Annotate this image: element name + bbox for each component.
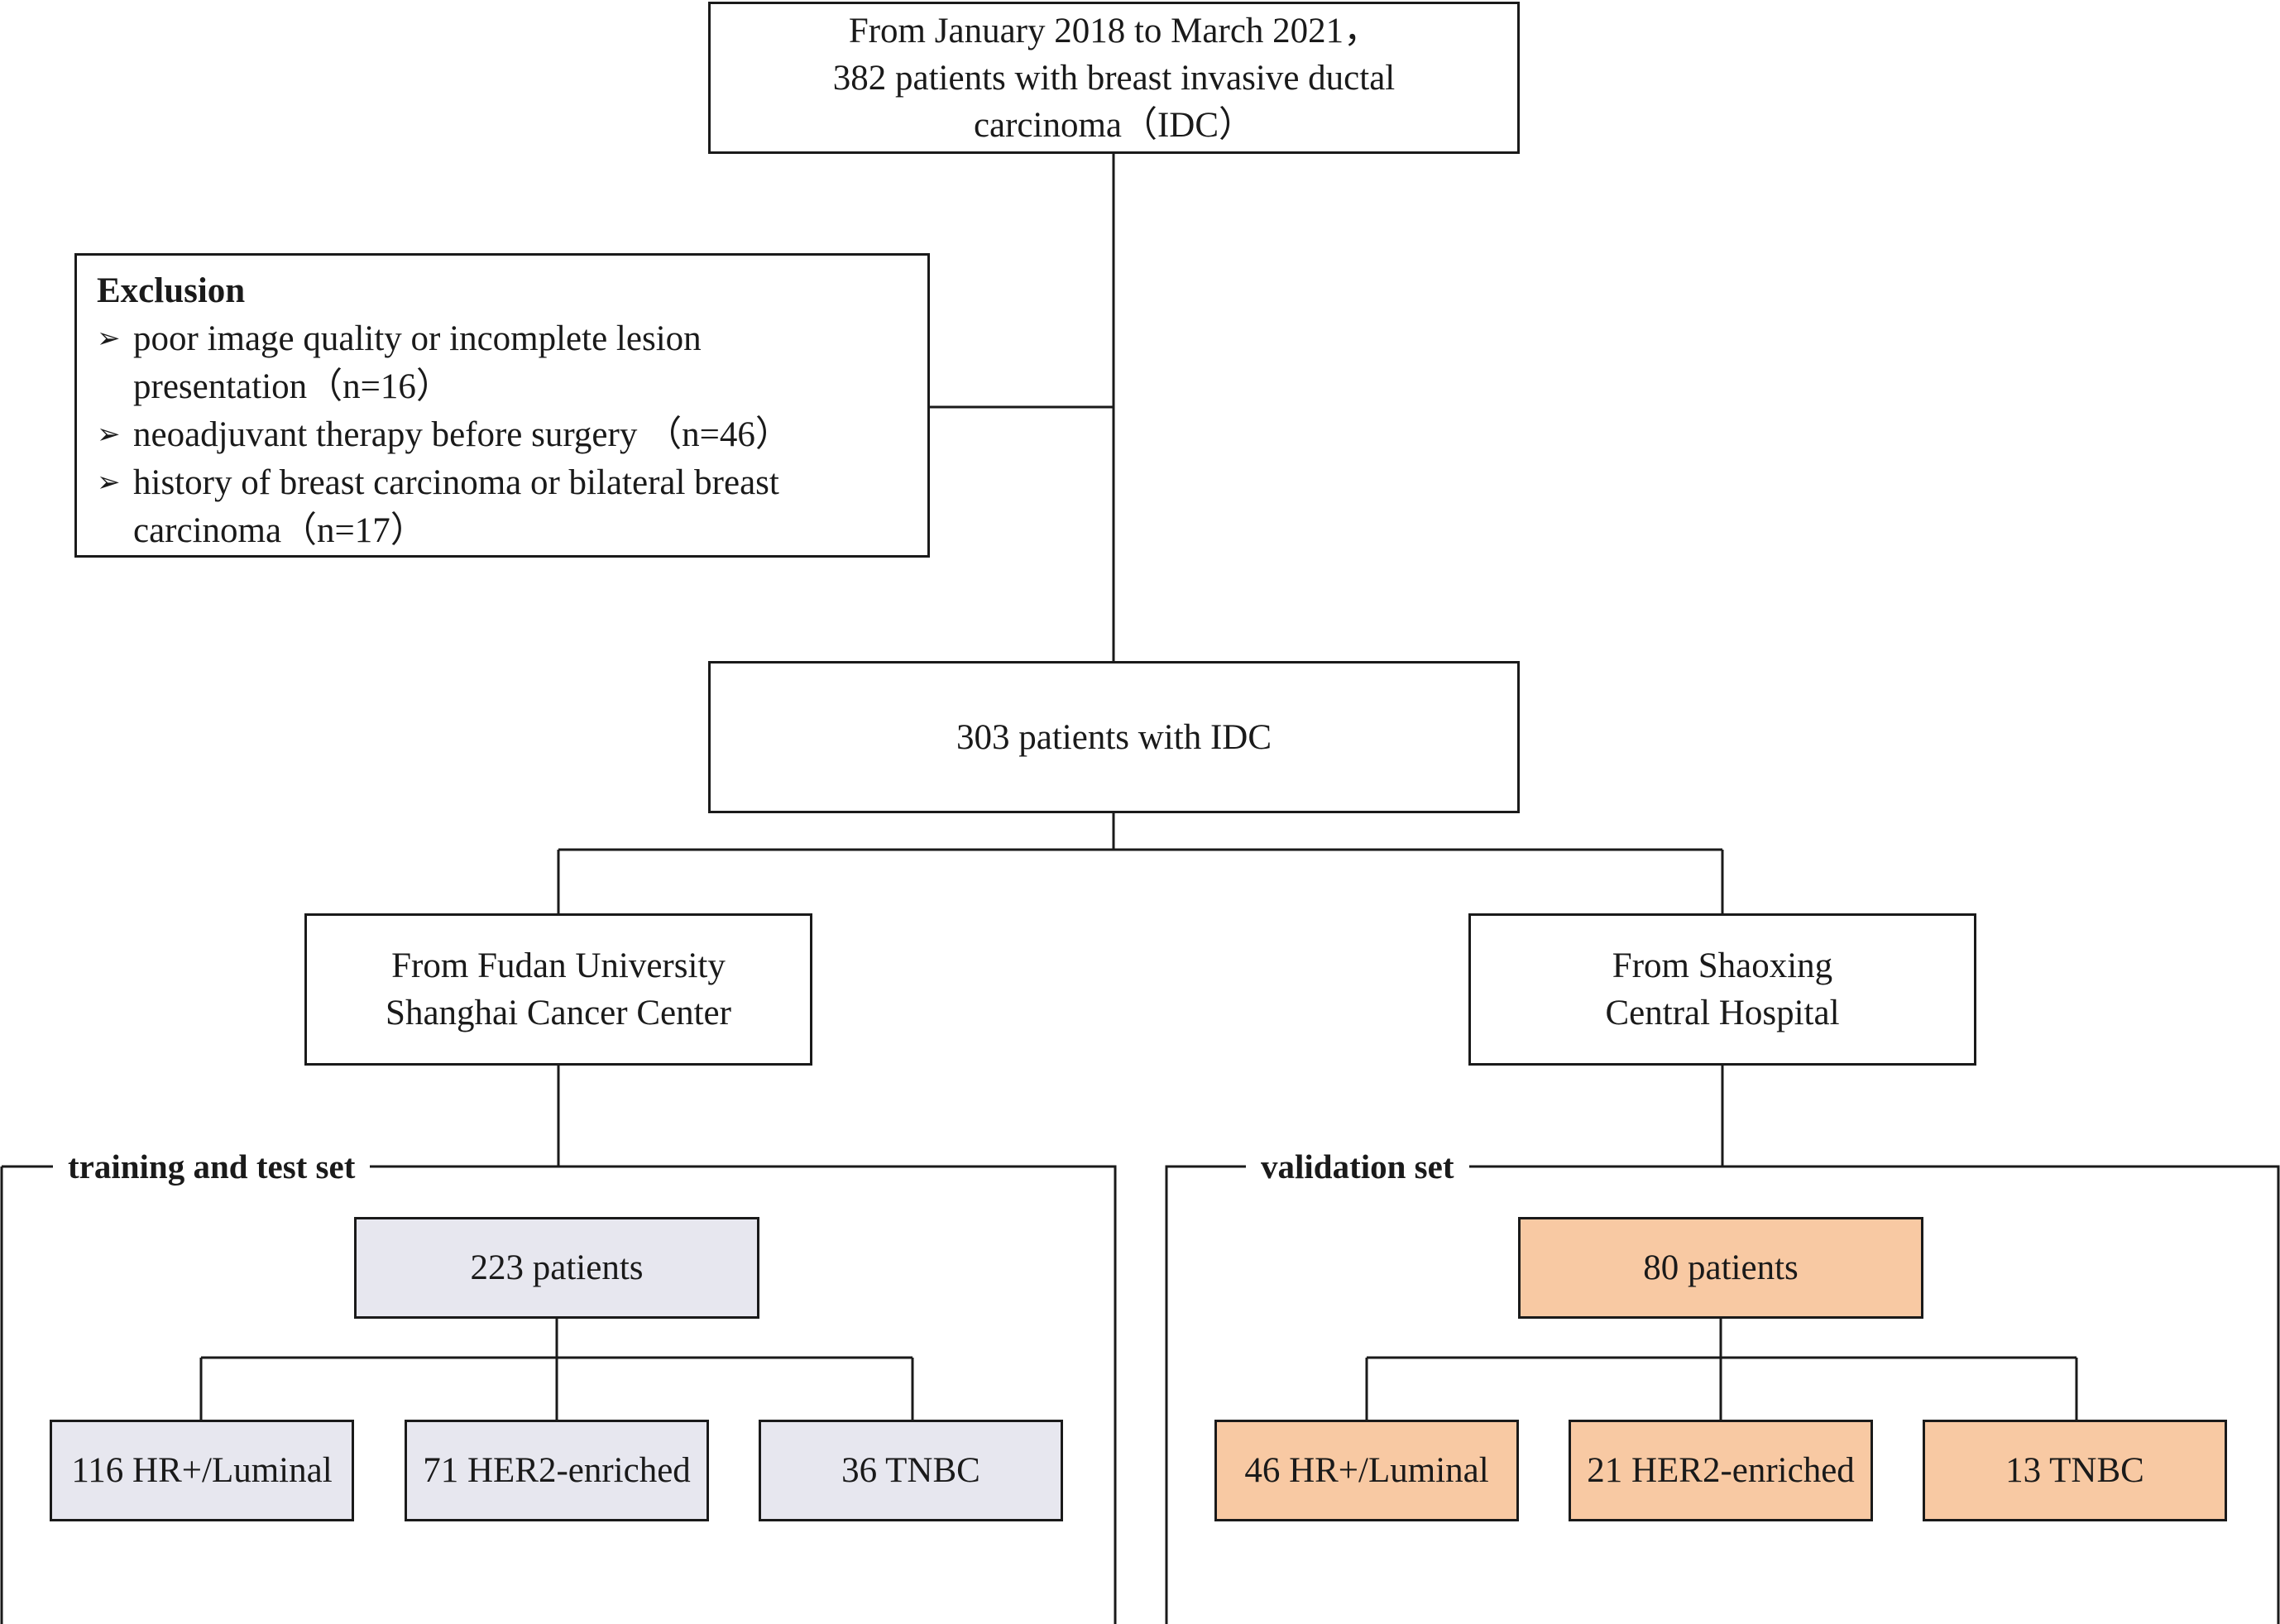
validation-subtype-box: 21 HER2-enriched — [1569, 1420, 1873, 1521]
validation-group-title: validation set — [1246, 1146, 1469, 1187]
exclusion-box: Exclusion ➢ poor image quality or incomp… — [74, 253, 930, 558]
exclusion-item-line: carcinoma（n=17） — [133, 511, 426, 550]
exclusion-item: ➢ history of breast carcinoma or bilater… — [97, 459, 927, 555]
validation-subtype-label: 21 HER2-enriched — [1587, 1451, 1855, 1490]
eligible-patients-label: 303 patients with IDC — [956, 717, 1272, 757]
eligible-patients-box: 303 patients with IDC — [708, 661, 1520, 813]
training-subtype-label: 116 HR+/Luminal — [71, 1451, 333, 1490]
arrowhead-bullet-icon: ➢ — [97, 323, 121, 354]
validation-subtype-box: 46 HR+/Luminal — [1214, 1420, 1519, 1521]
exclusion-item: ➢ poor image quality or incomplete lesio… — [97, 315, 927, 411]
validation-subtype-label: 13 TNBC — [2005, 1451, 2144, 1490]
right-source-box: From Shaoxing Central Hospital — [1468, 913, 1976, 1066]
left-source-box: From Fudan University Shanghai Cancer Ce… — [304, 913, 812, 1066]
validation-subtype-box: 13 TNBC — [1923, 1420, 2227, 1521]
right-source-line-1: From Shaoxing — [1612, 946, 1833, 985]
training-total-box: 223 patients — [354, 1217, 759, 1319]
start-box: From January 2018 to March 2021， 382 pat… — [708, 2, 1520, 154]
arrowhead-bullet-icon: ➢ — [97, 467, 121, 498]
exclusion-item-line: history of breast carcinoma or bilateral… — [133, 463, 779, 502]
training-subtype-box: 71 HER2-enriched — [405, 1420, 709, 1521]
left-source-line-1: From Fudan University — [391, 946, 726, 985]
training-group-frame — [2, 1165, 1117, 1624]
exclusion-item-line: poor image quality or incomplete lesion — [133, 319, 702, 358]
arrowhead-bullet-icon: ➢ — [97, 419, 121, 450]
validation-group-frame — [1165, 1165, 2280, 1624]
start-box-line-1: From January 2018 to March 2021， — [848, 11, 1380, 50]
validation-total-box: 80 patients — [1518, 1217, 1923, 1319]
exclusion-title: Exclusion — [97, 271, 246, 310]
validation-subtype-label: 46 HR+/Luminal — [1244, 1451, 1489, 1490]
training-subtype-box: 36 TNBC — [759, 1420, 1063, 1521]
start-box-line-3: carcinoma（IDC） — [973, 105, 1255, 145]
exclusion-item: ➢ neoadjuvant therapy before surgery （n=… — [97, 411, 927, 459]
training-subtype-label: 36 TNBC — [841, 1451, 980, 1490]
exclusion-item-line: presentation（n=16） — [133, 367, 452, 406]
exclusion-item-line: neoadjuvant therapy before surgery （n=46… — [133, 415, 791, 454]
start-box-line-2: 382 patients with breast invasive ductal — [832, 58, 1396, 98]
training-total-label: 223 patients — [470, 1248, 644, 1287]
training-subtype-label: 71 HER2-enriched — [423, 1451, 691, 1490]
training-group-title: training and test set — [53, 1146, 371, 1187]
training-subtype-box: 116 HR+/Luminal — [50, 1420, 354, 1521]
right-source-line-2: Central Hospital — [1605, 994, 1840, 1032]
left-source-line-2: Shanghai Cancer Center — [386, 994, 731, 1032]
validation-total-label: 80 patients — [1643, 1248, 1799, 1287]
